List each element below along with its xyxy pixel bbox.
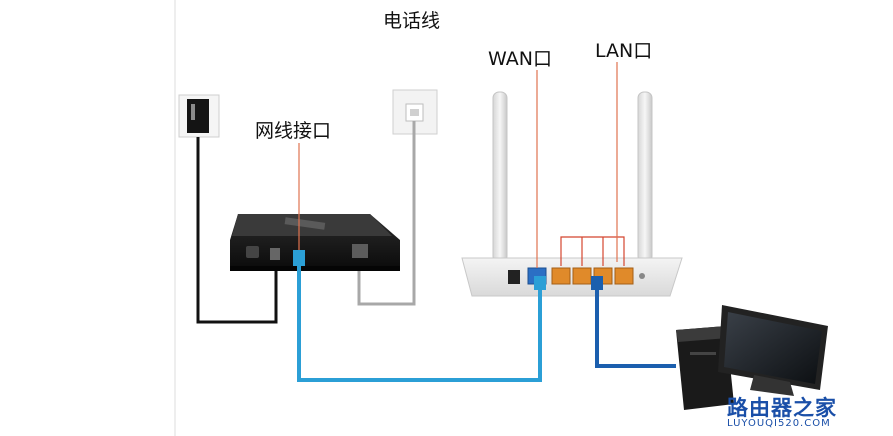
network-port-label: 网线接口 <box>255 120 332 142</box>
lan-port-socket <box>572 267 592 285</box>
power-cable <box>196 137 278 324</box>
wall-socket-icon <box>178 94 220 138</box>
power-adapter-icon <box>191 104 195 120</box>
phone-line-label: 电话线 <box>383 10 441 32</box>
lan-port-socket <box>614 267 634 285</box>
lan-port-bracket <box>560 236 625 266</box>
ethernet-plug-icon <box>293 250 305 266</box>
ethernet-plug-icon <box>591 276 603 290</box>
wan-port-label: WAN口 <box>488 48 552 70</box>
monitor-icon <box>718 305 828 396</box>
lan-ethernet-cable <box>595 282 676 368</box>
router-icon <box>461 257 683 297</box>
lan-port-label: LAN口 <box>595 40 653 62</box>
phone-cable <box>357 121 416 306</box>
watermark-url: LUYOUQI520.COM <box>727 418 831 429</box>
lan-port-socket <box>551 267 571 285</box>
wan-ethernet-cable <box>297 262 542 382</box>
modem-icon <box>230 214 400 271</box>
watermark-logo: 路由器之家 <box>727 396 837 420</box>
antenna-icon <box>492 91 653 263</box>
ethernet-plug-icon <box>534 276 546 290</box>
